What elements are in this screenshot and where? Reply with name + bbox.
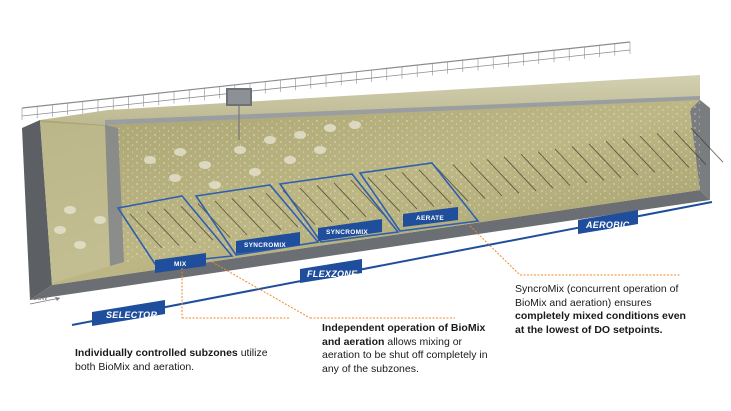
svg-text:SELECTOR: SELECTOR bbox=[106, 310, 157, 320]
mixer-dome bbox=[54, 226, 66, 234]
svg-text:SYNCROMIX: SYNCROMIX bbox=[326, 229, 368, 236]
mixer-dome bbox=[144, 156, 156, 164]
note-independent-operation: Independent operation of BioMix and aera… bbox=[322, 322, 492, 376]
label-selector: SELECTOR bbox=[92, 300, 165, 326]
mixer-dome bbox=[174, 148, 186, 156]
mixer-dome bbox=[264, 136, 276, 144]
mixer-dome bbox=[74, 241, 86, 249]
svg-text:FLEXZONE: FLEXZONE bbox=[307, 269, 358, 279]
mixer-dome bbox=[349, 121, 361, 129]
mixer-dome bbox=[169, 174, 181, 182]
svg-text:MIX: MIX bbox=[174, 261, 187, 268]
note-subzones: Individually controlled subzones utilize… bbox=[75, 347, 285, 374]
mixer-dome bbox=[294, 131, 306, 139]
selector-chamber bbox=[40, 122, 110, 283]
mixer-dome bbox=[324, 124, 336, 132]
svg-text:SYNCROMIX: SYNCROMIX bbox=[244, 242, 286, 249]
mixer-dome bbox=[284, 156, 296, 164]
mixer-dome bbox=[249, 168, 261, 176]
mixer-dome bbox=[234, 146, 246, 154]
label-flexzone: FLEXZONE bbox=[300, 259, 362, 283]
mixer-dome bbox=[94, 216, 106, 224]
mixer-dome bbox=[314, 146, 326, 154]
mixer-dome bbox=[64, 206, 76, 214]
mixer-dome bbox=[209, 181, 221, 189]
mixer-dome bbox=[199, 161, 211, 169]
flow-arrow: FLOW bbox=[30, 296, 60, 304]
svg-text:AEROBIC: AEROBIC bbox=[585, 220, 630, 230]
svg-text:AERATE: AERATE bbox=[416, 215, 444, 222]
note-syncromix: SyncroMix (concurrent operation of BioMi… bbox=[515, 283, 695, 337]
